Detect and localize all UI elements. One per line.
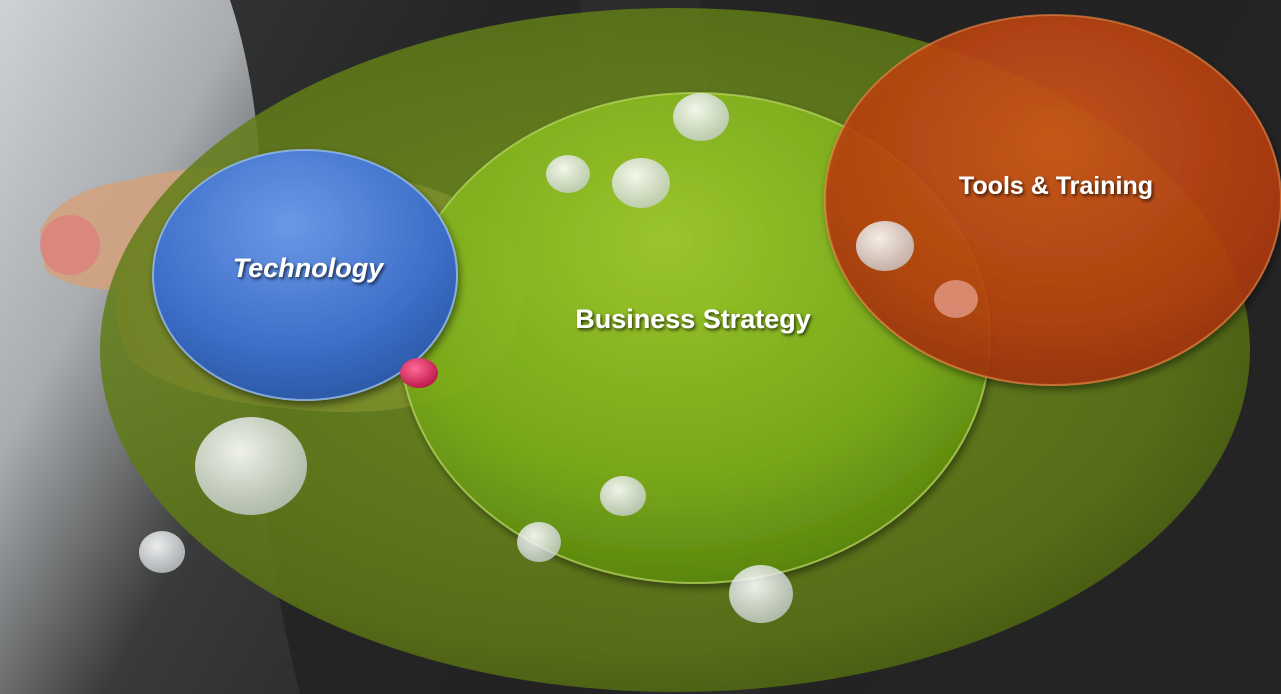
- technology-circle: [152, 149, 458, 401]
- bubble: [517, 522, 561, 562]
- technology-label: Technology: [233, 253, 385, 283]
- pink-dot: [400, 358, 438, 388]
- bubble: [139, 531, 185, 573]
- tools-training-label: Tools & Training: [959, 172, 1153, 200]
- bubble: [729, 565, 793, 623]
- bubble: [856, 221, 914, 271]
- bubble: [546, 155, 590, 193]
- fingertip: [40, 215, 100, 275]
- tools-training-circle: [824, 14, 1281, 386]
- bubble: [195, 417, 307, 515]
- bubble: [673, 93, 729, 141]
- bubble: [600, 476, 646, 516]
- bubbles: [139, 93, 978, 623]
- business-strategy-label: Business Strategy: [575, 304, 811, 334]
- bubble: [934, 280, 978, 318]
- bubble: [612, 158, 670, 208]
